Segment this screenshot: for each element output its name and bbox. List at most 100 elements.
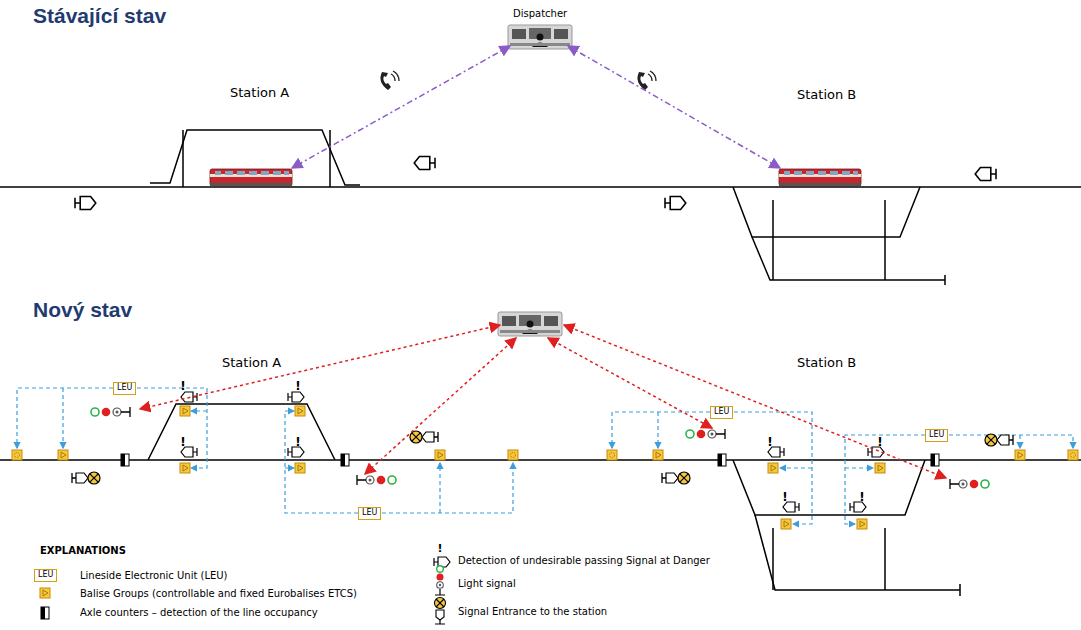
drawing-part bbox=[437, 582, 444, 589]
section-heading: Stávající stav bbox=[33, 4, 166, 28]
drawing-part bbox=[121, 454, 129, 466]
station-name: Station B bbox=[797, 88, 856, 103]
drawing-part bbox=[773, 200, 885, 280]
drawing-part bbox=[414, 157, 435, 170]
legend-symbols bbox=[40, 557, 450, 624]
legend-text: Light signal bbox=[458, 578, 516, 590]
warning-mark: ! bbox=[180, 436, 185, 450]
drawing-part bbox=[148, 404, 335, 460]
drawing-part bbox=[58, 450, 68, 460]
drawing-part bbox=[1015, 450, 1025, 460]
drawing-part bbox=[950, 479, 989, 489]
drawing-part bbox=[718, 454, 726, 466]
warning-mark: ! bbox=[180, 380, 185, 394]
drawing-part bbox=[439, 463, 440, 513]
leu-label: LEU bbox=[117, 384, 132, 393]
drawing-part bbox=[382, 463, 513, 513]
drawing-part bbox=[437, 574, 444, 581]
drawing-part bbox=[436, 610, 444, 620]
leu-box: LEU bbox=[710, 406, 733, 419]
drawing-part bbox=[686, 429, 725, 439]
drawing-part bbox=[435, 589, 445, 595]
drawing-part bbox=[508, 450, 518, 460]
drawing-part bbox=[62, 388, 63, 448]
legend-text: Signal Entrance to the station bbox=[458, 606, 607, 618]
drawing-part bbox=[612, 412, 710, 448]
drawing-part bbox=[150, 130, 360, 185]
drawing-part bbox=[91, 407, 130, 417]
drawing-part bbox=[12, 450, 22, 460]
drawing-part bbox=[985, 434, 1013, 446]
legend-text: Detection of undesirable passing Signal … bbox=[458, 555, 710, 567]
drawing-part bbox=[288, 392, 304, 402]
dispatcher-node: Dispatcher bbox=[513, 8, 567, 19]
warning-mark: ! bbox=[767, 436, 772, 450]
leu-box: LEU bbox=[925, 429, 948, 442]
drawing-part bbox=[436, 599, 444, 607]
drawing-part bbox=[773, 528, 885, 590]
warning-mark: ! bbox=[295, 380, 300, 394]
drawing-part bbox=[1019, 435, 1020, 448]
drawing-part bbox=[657, 412, 658, 448]
drawing-part bbox=[653, 450, 663, 460]
drawing-part bbox=[857, 519, 867, 529]
drawing-part bbox=[40, 588, 50, 598]
drawing-part bbox=[752, 237, 945, 285]
legend-text: Axle counters – detection of the line oc… bbox=[80, 607, 318, 619]
drawing-part bbox=[435, 450, 445, 460]
drawing-part bbox=[183, 130, 330, 187]
balise-groups bbox=[12, 406, 1078, 529]
drawing-part bbox=[410, 431, 438, 443]
drawing-part bbox=[295, 463, 305, 473]
warning-mark: ! bbox=[782, 491, 787, 505]
drawing-part bbox=[0, 186, 1081, 188]
legend-text: Balise Groups (controllable and fixed Eu… bbox=[80, 588, 357, 600]
drawing-part bbox=[975, 168, 996, 181]
station-name: Station B bbox=[797, 356, 856, 371]
drawing-part bbox=[285, 467, 294, 468]
drawing-part bbox=[295, 406, 305, 416]
drawing-part bbox=[568, 46, 780, 168]
drawing-part bbox=[292, 46, 510, 168]
axle-counters bbox=[121, 454, 939, 466]
drawing-part bbox=[637, 71, 656, 90]
drawing-part bbox=[607, 450, 617, 460]
leu-label: LEU bbox=[929, 431, 944, 440]
drawing-part bbox=[41, 607, 49, 619]
leu-label: LEU bbox=[714, 408, 729, 417]
drawing-part bbox=[17, 388, 113, 448]
station-name: Station A bbox=[230, 86, 289, 101]
drawing-part bbox=[191, 410, 207, 411]
station-name: Station A bbox=[222, 356, 281, 371]
new-track bbox=[0, 404, 1081, 596]
drawing-part bbox=[380, 71, 399, 90]
dispatcher-label: Dispatcher bbox=[513, 8, 567, 19]
warning-mark: ! bbox=[877, 436, 882, 450]
drawing-part bbox=[931, 454, 939, 466]
drawing-part bbox=[140, 325, 500, 409]
existing-signals bbox=[75, 25, 996, 210]
drawing-part bbox=[137, 388, 207, 468]
drawing-part bbox=[564, 325, 946, 478]
section-heading: Nový stav bbox=[33, 298, 132, 322]
drawing-part bbox=[210, 169, 292, 186]
drawing-part bbox=[435, 598, 446, 609]
existing-track bbox=[0, 130, 1081, 285]
drawing-part bbox=[1068, 450, 1078, 460]
drawing-part bbox=[768, 463, 778, 473]
drawing-part bbox=[75, 197, 96, 210]
drawing-part bbox=[72, 472, 100, 484]
drawing-part bbox=[435, 620, 445, 624]
legend-leu-sample: LEU bbox=[34, 569, 57, 582]
drawing-part bbox=[734, 412, 812, 524]
drawing-part bbox=[780, 467, 812, 468]
drawing-part bbox=[949, 435, 1073, 448]
drawing-part bbox=[357, 475, 396, 485]
warning-mark: ! bbox=[859, 491, 864, 505]
drawing-part bbox=[733, 460, 925, 515]
spad-detectors bbox=[181, 392, 884, 512]
dispatcher-links bbox=[140, 325, 946, 478]
leu-box: LEU bbox=[113, 382, 136, 395]
drawing-part bbox=[845, 435, 925, 524]
